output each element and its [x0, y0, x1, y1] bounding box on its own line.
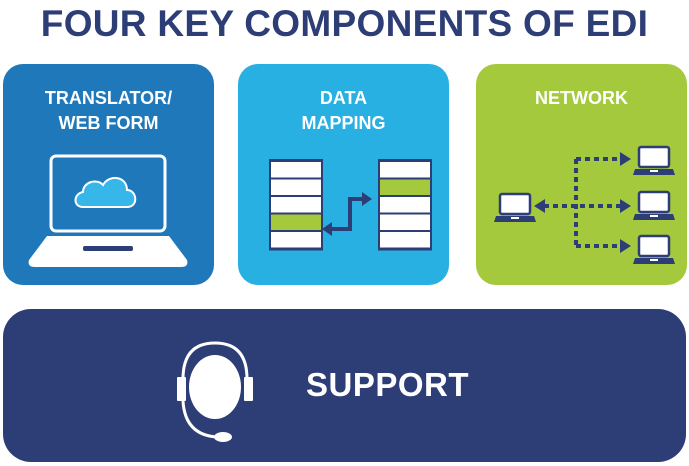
table-row: [380, 214, 430, 230]
network-icon: [492, 145, 677, 266]
table-row: [380, 232, 430, 248]
component-card-mapping: DATA MAPPING: [238, 64, 449, 285]
label-line-2: WEB FORM: [58, 113, 159, 133]
arrow-right-head: [362, 192, 372, 206]
arrow-head: [620, 152, 631, 166]
page-title: FOUR KEY COMPONENTS OF EDI: [40, 3, 649, 44]
cloud-icon: [74, 177, 137, 208]
data-mapping-icon: [269, 159, 432, 251]
table-row: [271, 197, 321, 213]
target-table: [378, 159, 432, 251]
mapping-connector: [330, 197, 364, 231]
card-label-network: NETWORK: [476, 86, 687, 111]
component-card-translator: TRANSLATOR/ WEB FORM: [3, 64, 214, 285]
laptop-base: [28, 236, 188, 267]
label-line-1: TRANSLATOR/: [44, 88, 173, 108]
card-label-translator: TRANSLATOR/ WEB FORM: [3, 86, 214, 136]
computer-icon: [492, 192, 538, 224]
support-banner: SUPPORT: [3, 309, 686, 462]
table-row: [380, 197, 430, 213]
arrow-head: [534, 199, 545, 213]
headset-icon: [177, 341, 253, 442]
laptop-touchpad: [83, 246, 133, 251]
laptop-cloud-icon: [28, 154, 188, 267]
arrow-left-head: [322, 222, 332, 236]
source-table: [269, 159, 323, 251]
label-line-1: DATA: [319, 88, 368, 108]
laptop-screen: [49, 154, 167, 233]
table-row: [271, 162, 321, 178]
computer-icon: [631, 234, 677, 266]
support-label: SUPPORT: [306, 366, 470, 403]
table-row: [271, 179, 321, 195]
card-label-mapping: DATA MAPPING: [238, 86, 449, 136]
arrow-head: [620, 199, 631, 213]
computer-icon: [631, 145, 677, 177]
table-row-highlighted: [271, 214, 321, 230]
label-line-1: NETWORK: [535, 88, 628, 108]
network-links: [544, 157, 621, 248]
table-row-highlighted: [380, 179, 430, 195]
table-row: [271, 232, 321, 248]
label-line-2: MAPPING: [301, 113, 386, 133]
table-row: [380, 162, 430, 178]
computer-icon: [631, 190, 677, 222]
component-card-network: NETWORK: [476, 64, 687, 285]
arrow-head: [620, 239, 631, 253]
